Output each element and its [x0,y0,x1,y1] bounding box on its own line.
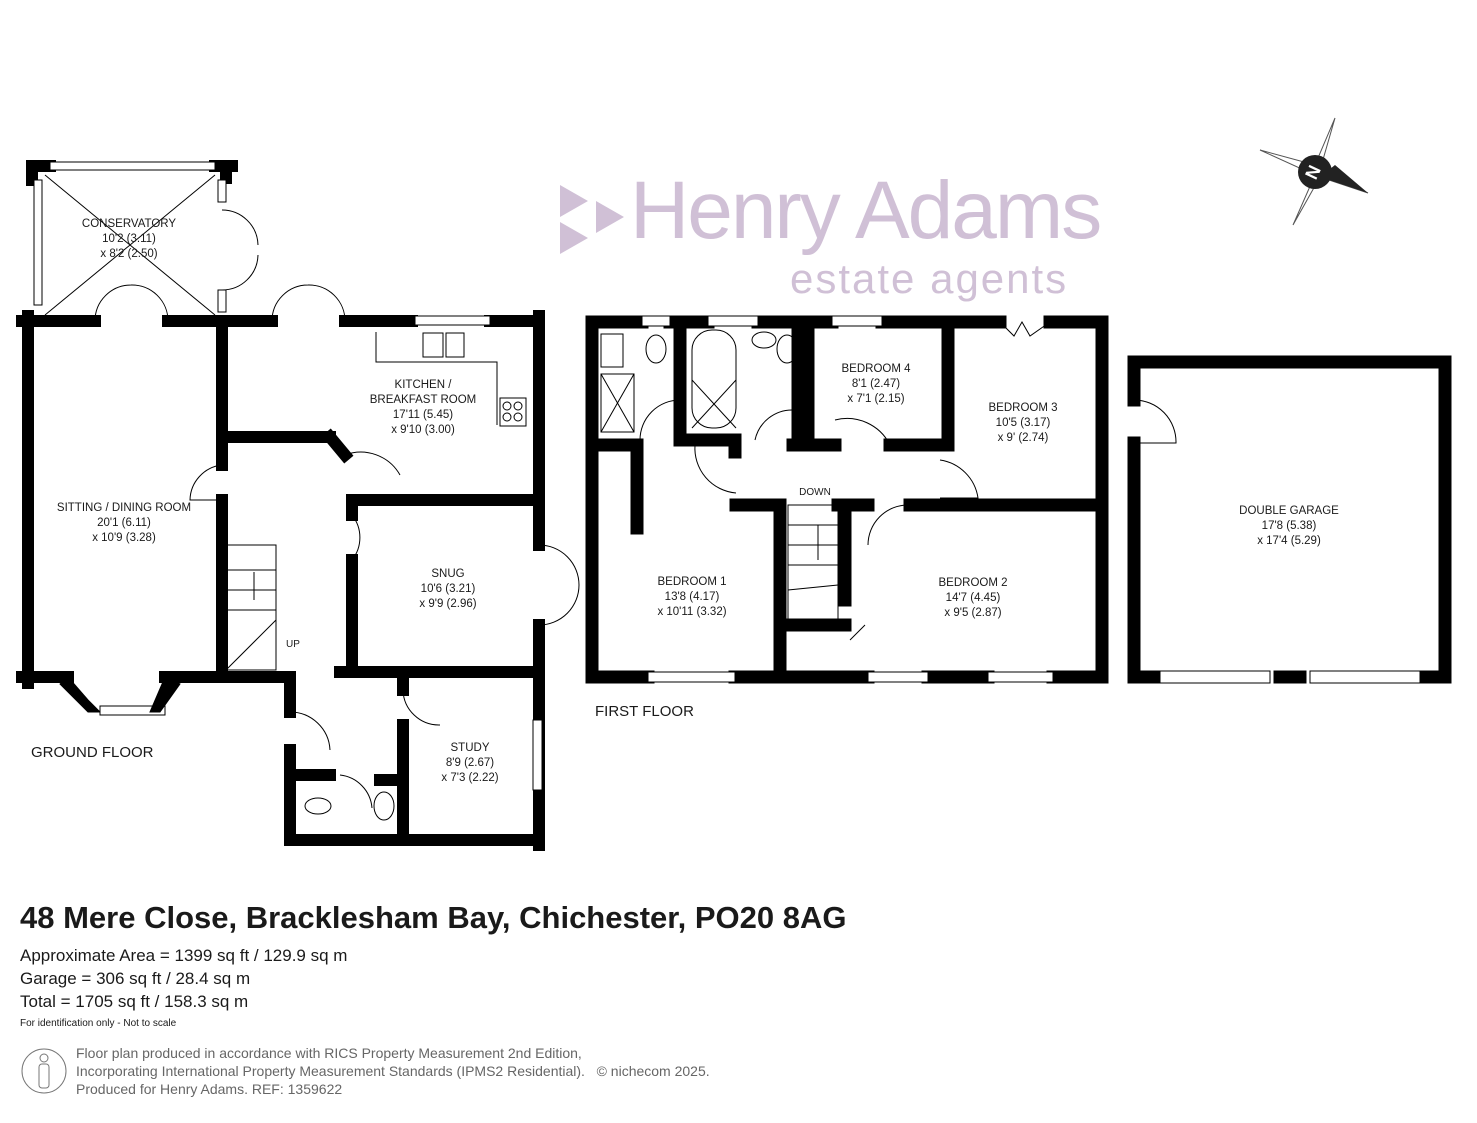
stairs-up-label: UP [286,639,300,650]
footer-text: Floor plan produced in accordance with R… [76,1044,710,1098]
first-floor-walls [585,315,1109,684]
person-icon [21,1048,67,1094]
room-dim: 17'11 (5.45) [392,409,454,421]
room-name: BEDROOM 3 [988,402,1058,414]
room-name: BEDROOM 1 [657,576,727,588]
footer-line-1: Floor plan produced in accordance with R… [76,1045,582,1061]
room-name: DOUBLE GARAGE [1239,505,1339,517]
room-dim: 17'8 (5.38) [1261,520,1317,532]
footer-copyright: © nichecom 2025. [596,1063,710,1079]
ground-floor-label: GROUND FLOOR [31,744,154,761]
room-label-sitting-dining: SITTING / DINING ROOM 20'1 (6.11) x 10'9 (… [57,501,191,546]
ground-floor-fixtures [44,174,580,821]
footer-line-3: Produced for Henry Adams. REF: 1359622 [76,1081,343,1097]
room-label-kitchen: KITCHEN / BREAKFAST ROOM 17'11 (5.45) x 9'1… [370,378,477,438]
room-name: BEDROOM 4 [841,363,911,375]
watermark-logo-icon [560,185,624,254]
disclaimer: For identification only - Not to scale [20,1018,177,1029]
room-dim: x 7'3 (2.22) [441,772,499,784]
footer-ipms: Incorporating International Property Mea… [76,1063,585,1079]
room-dim: x 9'10 (3.00) [391,424,455,436]
room-label-study: STUDY 8'9 (2.67) x 7'3 (2.22) [441,741,498,786]
room-label-bedroom-4: BEDROOM 4 8'1 (2.47) x 7'1 (2.15) [841,362,910,407]
first-floor-fixtures [600,320,1051,641]
room-dim: 10'6 (3.21) [420,583,476,595]
first-floor-windows [641,315,1054,683]
property-address: 48 Mere Close, Bracklesham Bay, Chichest… [20,900,847,935]
room-label-conservatory: CONSERVATORY 10'2 (3.11) x 8'2 (2.50) [82,217,176,262]
room-name: SNUG [431,568,465,580]
room-label-bedroom-3: BEDROOM 3 10'5 (3.17) x 9' (2.74) [988,401,1057,446]
room-dim: x 9'9 (2.96) [419,598,477,610]
room-dim: 8'1 (2.47) [851,378,901,390]
room-dim: 10'2 (3.11) [102,233,156,245]
room-name: BREAKFAST ROOM [369,394,477,406]
room-label-bedroom-2: BEDROOM 2 14'7 (4.45) x 9'5 (2.87) [938,576,1007,621]
room-dim: x 10'9 (3.28) [92,532,156,544]
stairs-down-label: DOWN [799,487,831,498]
room-name: STUDY [450,742,490,754]
room-dim: x 9'5 (2.87) [944,607,1002,619]
room-name: SITTING / DINING ROOM [56,502,192,514]
garage-doors [1133,399,1421,684]
room-dim: x 9' (2.74) [997,432,1049,444]
ground-floor-windows [33,161,543,791]
approximate-area: Approximate Area = 1399 sq ft / 129.9 sq… [20,946,348,965]
room-label-double-garage: DOUBLE GARAGE 17'8 (5.38) x 17'4 (5.29) [1239,504,1339,549]
room-name: KITCHEN / [394,379,452,391]
room-dim: x 7'1 (2.15) [847,393,905,405]
compass-icon [1259,117,1369,226]
watermark-estate-agents: estate agents [790,255,1069,302]
watermark-henry-adams: Henry Adams [630,165,1102,256]
room-label-bedroom-1: BEDROOM 1 13'8 (4.17) x 10'11 (3.32) [657,575,726,620]
room-dim: x 8'2 (2.50) [100,248,158,260]
room-label-snug: SNUG 10'6 (3.21) x 9'9 (2.96) [419,567,476,612]
first-floor-label: FIRST FLOOR [595,703,694,720]
garage-area: Garage = 306 sq ft / 28.4 sq m [20,969,251,988]
room-dim: 13'8 (4.17) [664,591,720,603]
room-dim: 20'1 (6.11) [97,517,151,529]
room-dim: 10'5 (3.17) [995,417,1051,429]
room-name: BEDROOM 2 [938,577,1008,589]
total-area: Total = 1705 sq ft / 158.3 sq m [20,992,249,1011]
footer-line-2: Incorporating International Property Mea… [76,1062,710,1080]
garage-walls [1127,355,1452,684]
room-dim: x 17'4 (5.29) [1257,535,1321,547]
room-dim: x 10'11 (3.32) [657,606,727,618]
room-dim: 8'9 (2.67) [445,757,495,769]
room-dim: 14'7 (4.45) [945,592,1001,604]
room-name: CONSERVATORY [81,218,177,230]
